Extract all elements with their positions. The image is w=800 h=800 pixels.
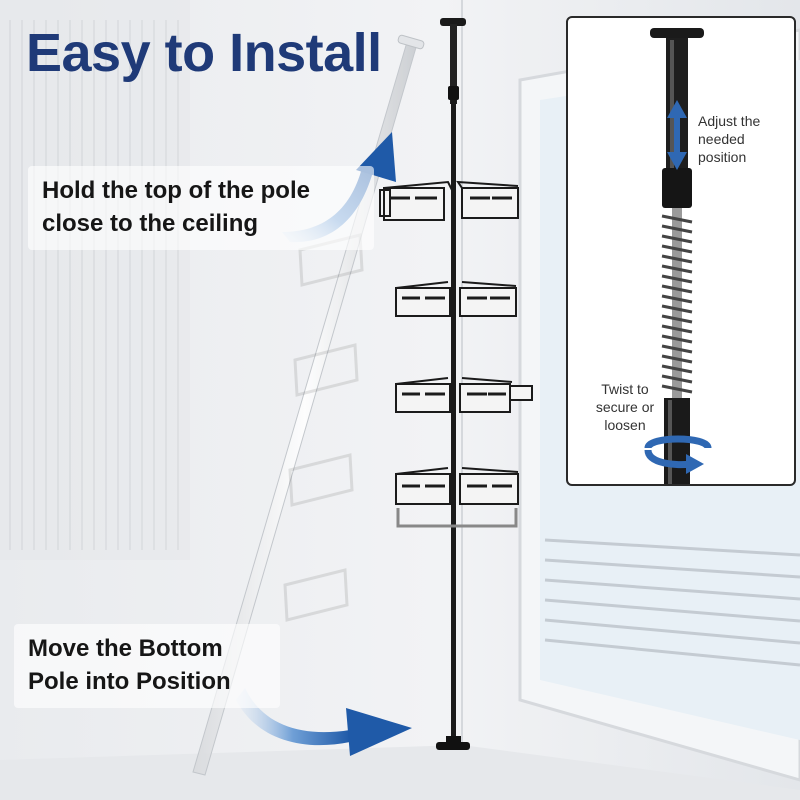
adjust-note-line2: needed <box>698 131 745 147</box>
detail-inset: Adjust the needed position Twist to secu… <box>566 16 796 486</box>
spring <box>661 208 693 398</box>
shelf-1 <box>379 180 519 221</box>
page-title: Easy to Install <box>26 23 382 83</box>
top-instruction-line2: close to the ceiling <box>42 210 259 237</box>
twist-note: Twist to secure or loosen <box>568 380 682 434</box>
bottom-instruction-line1: Move the Bottom <box>28 635 223 662</box>
top-instruction: Hold the top of the pole close to the ce… <box>28 166 374 250</box>
shelf-4 <box>395 467 519 528</box>
adjust-note: Adjust the needed position <box>698 112 760 166</box>
curtain <box>0 0 190 560</box>
twist-arrow-icon <box>644 435 712 474</box>
top-instruction-line1: Hold the top of the pole <box>42 177 310 204</box>
adjust-arrow-icon <box>667 100 687 170</box>
adjust-note-line1: Adjust the <box>698 113 761 129</box>
adjust-note-line3: position <box>698 149 747 165</box>
twist-note-line2: secure or <box>595 399 655 415</box>
main-pole <box>436 18 470 750</box>
twist-note-line3: loosen <box>604 417 646 433</box>
shelf-2 <box>395 281 517 317</box>
shelf-3 <box>395 377 533 413</box>
twist-note-line1: Twist to <box>601 381 649 397</box>
pole-detail-drawing <box>644 28 712 484</box>
ceiling-cap <box>650 28 704 38</box>
bottom-instruction-line2: Pole into Position <box>28 668 231 695</box>
bottom-instruction: Move the Bottom Pole into Position <box>14 624 280 708</box>
